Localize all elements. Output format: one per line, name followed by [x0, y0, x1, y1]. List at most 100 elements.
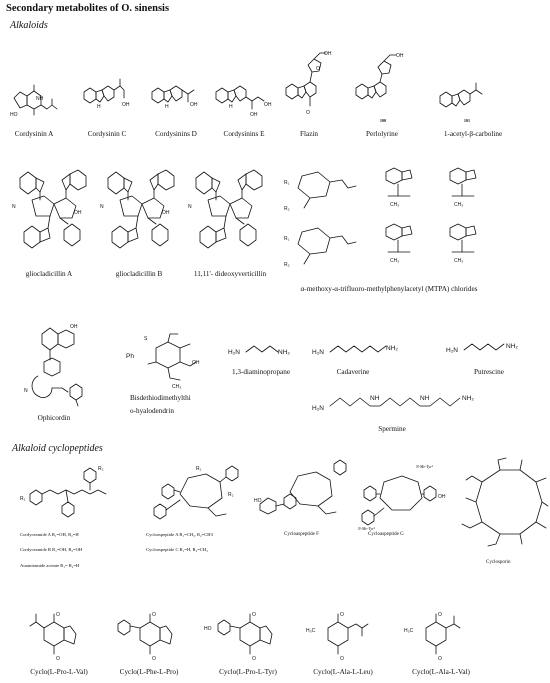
- compound-label: Cycloaspeptide F: [284, 532, 319, 537]
- structure-mtpa-5: CH₃: [385, 223, 413, 264]
- atom-label: NH₂: [386, 345, 398, 352]
- atom-label: N: [188, 204, 192, 210]
- atom-label: O: [252, 656, 256, 662]
- atom-label: H₂N: [312, 349, 324, 356]
- compound-label: Cordysinins E: [223, 130, 265, 138]
- structure-mtpa-1: R₁ R₂: [284, 171, 357, 212]
- structure-ophicordin: OH N: [24, 324, 83, 407]
- structure-1-3-diaminopropane: H₂N NH₂: [228, 345, 290, 356]
- atom-label: OH: [438, 494, 446, 500]
- atom-label: CH₃: [454, 202, 463, 208]
- structure-cordysinin-a: NH HO: [10, 84, 58, 118]
- atom-label: H₂N: [228, 349, 240, 356]
- atom-label: O: [152, 656, 156, 662]
- atom-label: H: [229, 104, 233, 110]
- atom-label: H: [165, 104, 169, 110]
- compound-label-line2: o-hyalodendrin: [130, 407, 174, 415]
- section-heading-cyclopeptides: Alkaloid cyclopeptides: [12, 443, 103, 454]
- atom-label: O: [306, 110, 310, 116]
- structure-mtpa-4: R₁ R₂: [284, 227, 357, 268]
- section-heading-alkaloids: Alkaloids: [10, 20, 48, 31]
- structure-cycloaspeptide-ac: R₁ R₂: [153, 465, 239, 520]
- structure-cycloaspeptide-g: OH: [361, 475, 446, 526]
- atom-label: OH: [396, 53, 404, 59]
- structure-dideoxyverticillin: N: [188, 169, 263, 249]
- compound-label: gliocladicillin B: [115, 270, 163, 278]
- substituent-caption: Cycloaspeptide A R₁=CH₃, R₂=CH3: [146, 532, 213, 537]
- compound-label: Cadaverine: [336, 368, 370, 376]
- compound-label: Cycloaspeptide G: [368, 532, 404, 537]
- atom-label: R₁: [196, 466, 202, 472]
- atom-label: R₂: [284, 262, 290, 268]
- compound-label: gliocladicillin A: [25, 270, 73, 278]
- compound-label: Cordysinin A: [14, 130, 54, 138]
- compound-number: 100: [379, 118, 387, 123]
- atom-label: CH₃: [454, 258, 463, 264]
- structure-bisdethiodimethylthio-hyalodendrin: S Ph OH CH₃: [126, 333, 200, 390]
- substituent-caption: Cordyceamide A R₁=OH, R₂=H: [20, 532, 79, 537]
- structure-gliocladicillin-b: N OH: [100, 169, 175, 249]
- compound-label: 11,11'- dideoxyverticillin: [193, 270, 267, 278]
- compound-label: Flazin: [300, 130, 318, 138]
- structure-cyclosporin: [461, 457, 549, 547]
- atom-label: NH₂: [462, 395, 474, 402]
- structure-cyclo-ala-leu: H₃C O O: [306, 612, 369, 662]
- compound-label: Cyclo(L-Ala-L-Leu): [313, 668, 373, 676]
- atom-label: R₂: [228, 492, 234, 498]
- structure-cordysinin-c: H OH: [83, 78, 130, 110]
- atom-label: OH: [162, 210, 170, 216]
- atom-label: O: [252, 612, 256, 618]
- compound-label: Cyclo(L-Phe-L-Pro): [119, 668, 179, 676]
- atom-label: OH: [250, 112, 258, 118]
- compound-label: Putrescine: [474, 368, 504, 376]
- atom-label: O: [340, 612, 344, 618]
- atom-label: N: [12, 204, 16, 210]
- atom-label: O: [340, 656, 344, 662]
- atom-label: Ph: [126, 353, 134, 360]
- structure-mtpa-3: CH₃: [449, 167, 477, 208]
- atom-label: N: [24, 388, 28, 394]
- structure-putrescine: H₂N NH₂: [446, 343, 518, 354]
- structure-cordysinin-e: H OH OH: [215, 85, 272, 118]
- atom-label: R₁: [284, 236, 290, 242]
- residue-label: N-Me-Tyr¹: [358, 526, 375, 531]
- structure-flazin: OH O O: [285, 51, 332, 116]
- atom-label: N: [100, 204, 104, 210]
- substituent-caption: Aurantiamide acetate R₁= R₂=H: [20, 563, 80, 568]
- structure-cordyceamide: R₁ R₂: [20, 466, 107, 518]
- atom-label: NH: [36, 96, 44, 102]
- compound-label: Ophicordin: [37, 414, 71, 422]
- compound-label: Cyclo(L-Pro-L-Val): [30, 668, 88, 676]
- atom-label: H: [97, 104, 101, 110]
- atom-label: H₃C: [306, 628, 316, 634]
- structure-cyclo-pro-tyr: HO O O: [204, 612, 273, 662]
- atom-label: O: [152, 612, 156, 618]
- atom-label: OH: [190, 102, 198, 108]
- atom-label: CH₃: [172, 384, 181, 390]
- compound-label: Cyclosporin: [486, 560, 511, 565]
- structure-mtpa-2: CH₃: [385, 167, 413, 208]
- structure-1-acetyl-beta-carboline: [439, 82, 483, 108]
- atom-label: R₂: [98, 466, 104, 472]
- atom-label: NH: [370, 395, 380, 402]
- substituent-caption: Cycloaspeptide C R₁=H, R₂=CH₃: [146, 547, 208, 552]
- compound-number: 101: [463, 118, 471, 123]
- structure-cycloaspeptide-f: HO: [254, 459, 347, 515]
- compound-label: 1,3-diaminopropane: [231, 368, 291, 376]
- atom-label: R₁: [284, 180, 290, 186]
- atom-label: H₃C: [404, 628, 414, 634]
- structure-cadaverine: H₂N NH₂: [312, 345, 398, 356]
- figure-title: Secondary metabolites of O. sinensis: [6, 3, 170, 14]
- atom-label: OH: [324, 51, 332, 57]
- atom-label: OH: [122, 102, 130, 108]
- atom-label: R₁: [20, 496, 26, 502]
- atom-label: HO: [10, 112, 18, 118]
- atom-label: OH: [192, 360, 200, 366]
- compound-label: 1-acetyl-β-carboline: [443, 130, 503, 138]
- atom-label: O: [438, 656, 442, 662]
- atom-label: OH: [264, 102, 272, 108]
- atom-label: OH: [74, 210, 82, 216]
- atom-label: HO: [254, 498, 262, 504]
- structure-mtpa-6: CH₃: [449, 223, 477, 264]
